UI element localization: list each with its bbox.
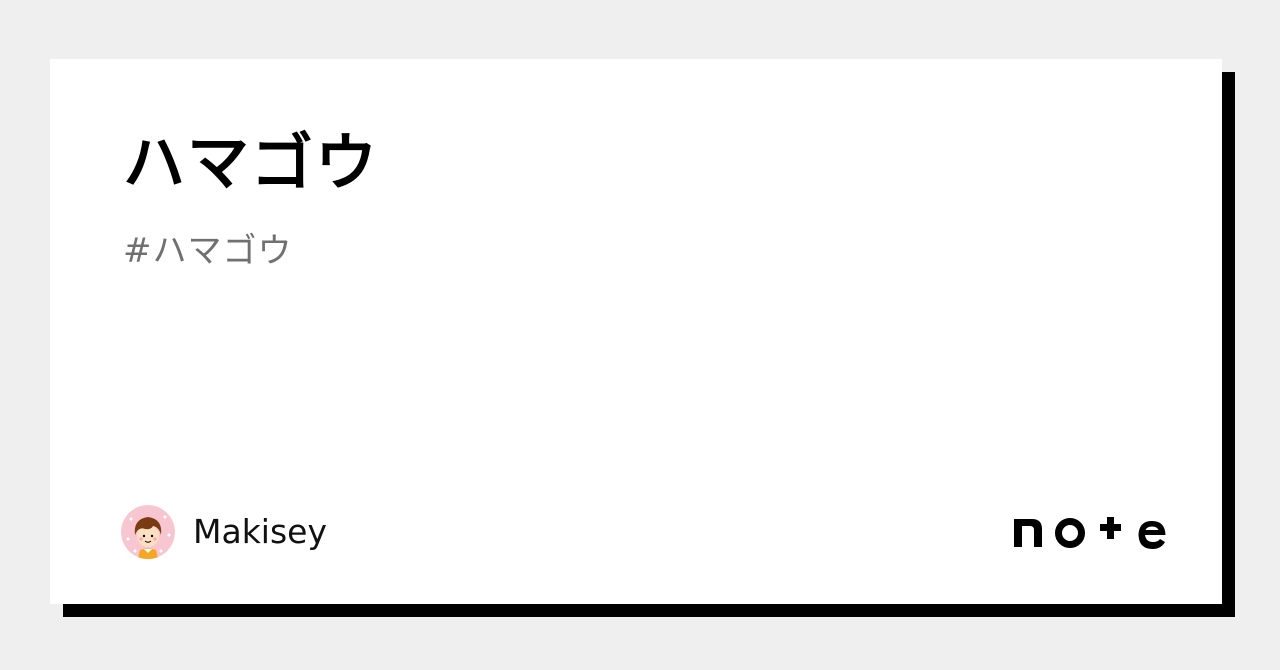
author-name: Makisey [193, 512, 327, 551]
og-card: ハマゴウ #ハマゴウ Makisey [50, 59, 1222, 604]
avatar-icon [121, 505, 175, 559]
note-logo-icon[interactable] [1012, 511, 1168, 551]
page-title: ハマゴウ [123, 126, 380, 199]
author-block[interactable]: Makisey [121, 505, 327, 559]
hashtag-link[interactable]: #ハマゴウ [123, 231, 293, 271]
